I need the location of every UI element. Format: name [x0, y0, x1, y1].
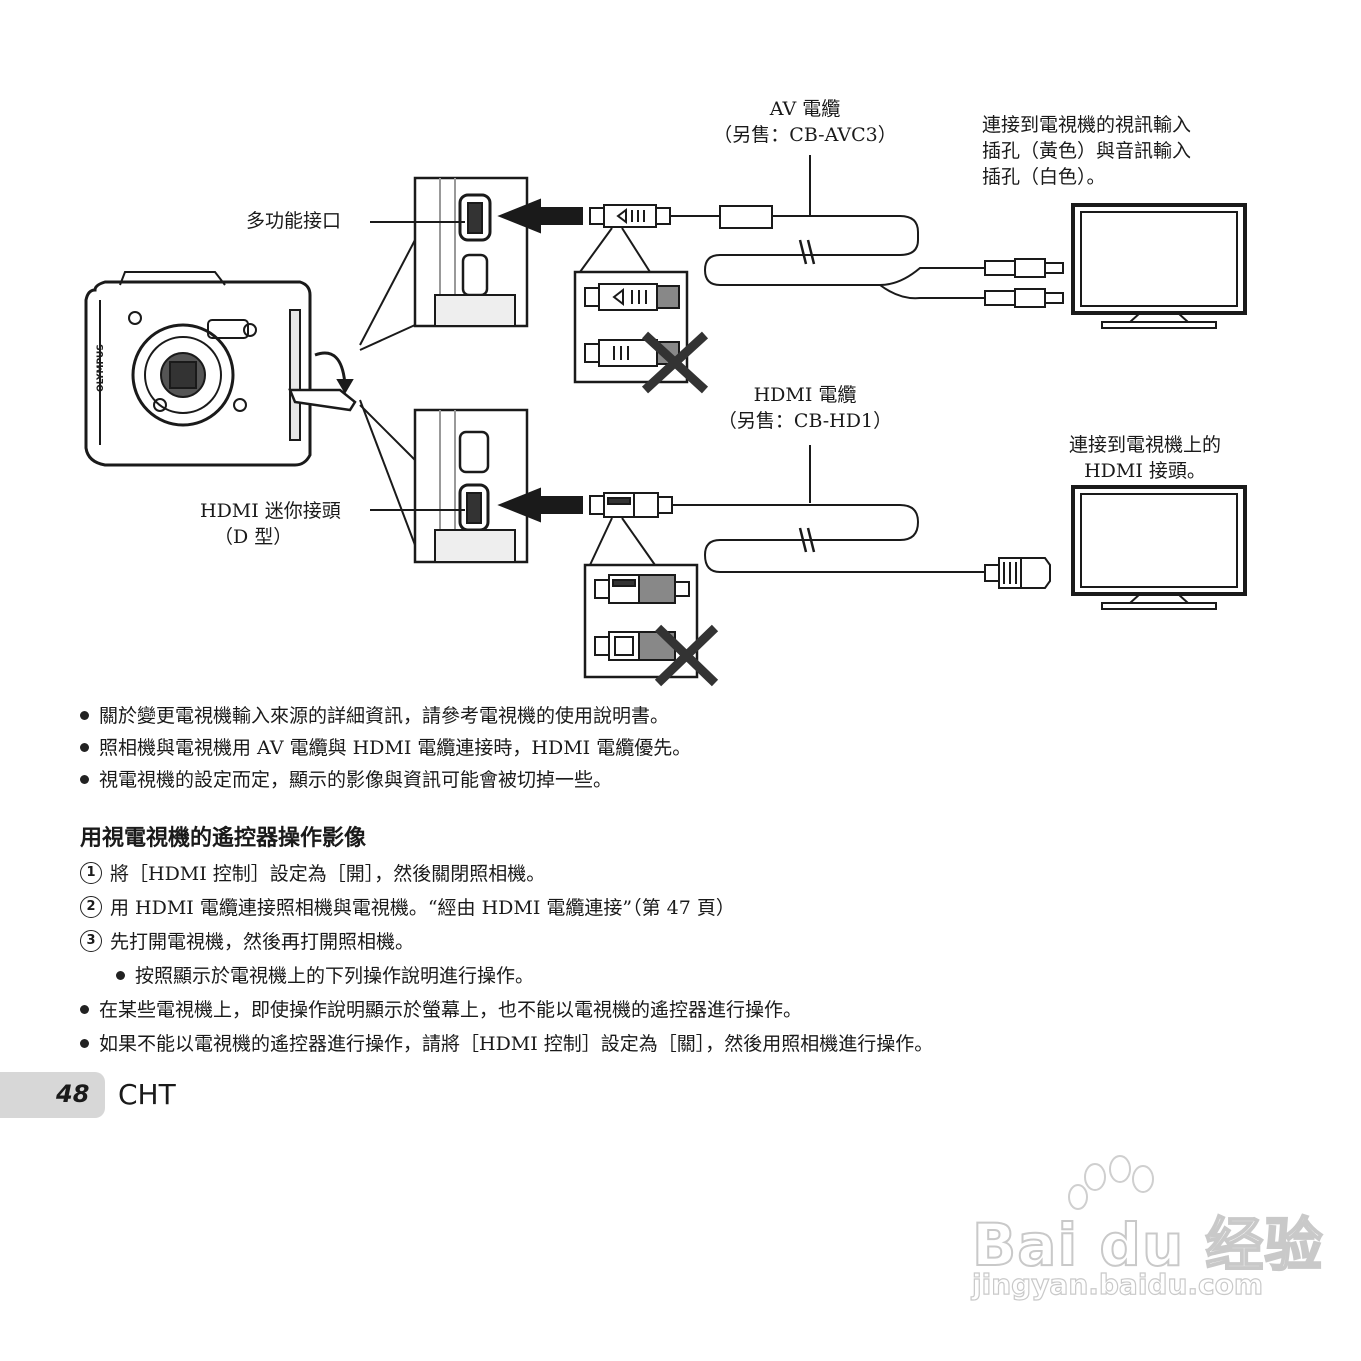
list-item: 視電視機的設定而定，顯示的影像與資訊可能會被切掉一些。 — [80, 766, 612, 794]
list-item: 在某些電視機上，即使操作說明顯示於螢幕上，也不能以電視機的遙控器進行操作。 — [80, 996, 802, 1024]
sub-list-item: 按照顯示於電視機上的下列操作說明進行操作。 — [116, 962, 534, 990]
section-title: 用視電視機的遙控器操作影像 — [80, 826, 367, 851]
av-cable-label: AV 電纜 （另售：CB-AVC3） — [713, 98, 897, 146]
bullet-icon — [116, 970, 125, 980]
watermark-url: jingyan.baidu.com — [971, 1267, 1264, 1301]
hdmi-tv-label: 連接到電視機上的 HDMI 接頭。 — [1068, 434, 1221, 482]
tv-av — [1071, 203, 1247, 329]
av-tv-label: 連接到電視機的視訊輸入 插孔（黃色）與音訊輸入 插孔（白色）。 — [982, 114, 1192, 188]
hdmi-connector-inset — [413, 408, 529, 564]
bullet-icon — [80, 710, 89, 720]
hdmi-cable — [589, 492, 1051, 589]
bullet-icon — [80, 1038, 89, 1048]
watermark-brand: Bai du 经验 — [971, 1210, 1324, 1280]
list-item: 關於變更電視機輸入來源的詳細資訊，請參考電視機的使用說明書。 — [80, 702, 669, 730]
page-language: CHT — [118, 1078, 176, 1111]
page-number: 48 — [56, 1080, 90, 1108]
multi-connector-inset — [413, 176, 529, 328]
hdmi-cable-label: HDMI 電纜 （另售：CB-HD1） — [717, 384, 893, 432]
paw-watermark-icon — [1068, 1155, 1154, 1210]
step-number-icon: 2 — [80, 896, 102, 918]
hdmi-plug-orientation-inset — [583, 517, 719, 687]
camera-brand-text: OLYMPUS — [96, 344, 106, 392]
hdmi-connector-label: HDMI 迷你接頭 （D 型） — [200, 500, 341, 548]
camera-illustration — [84, 271, 357, 467]
bullet-icon — [80, 1004, 89, 1014]
av-plug-orientation-inset — [573, 227, 709, 394]
step-number-icon: 1 — [80, 862, 102, 884]
list-item: 如果不能以電視機的遙控器進行操作，請將［HDMI 控制］設定為［關］，然後用照相… — [80, 1030, 933, 1058]
bullet-icon — [80, 742, 89, 752]
multi-connector-label: 多功能接口 — [246, 210, 342, 232]
step-number-icon: 3 — [80, 930, 102, 952]
connection-diagram: OLYMPUS — [84, 155, 1247, 687]
bullet-icon — [80, 774, 89, 784]
page-tab — [0, 1072, 105, 1118]
av-cable — [589, 204, 1064, 308]
list-item: 照相機與電視機用 AV 電纜與 HDMI 電纜連接時，HDMI 電纜優先。 — [80, 734, 691, 762]
tv-hdmi — [1071, 485, 1247, 610]
